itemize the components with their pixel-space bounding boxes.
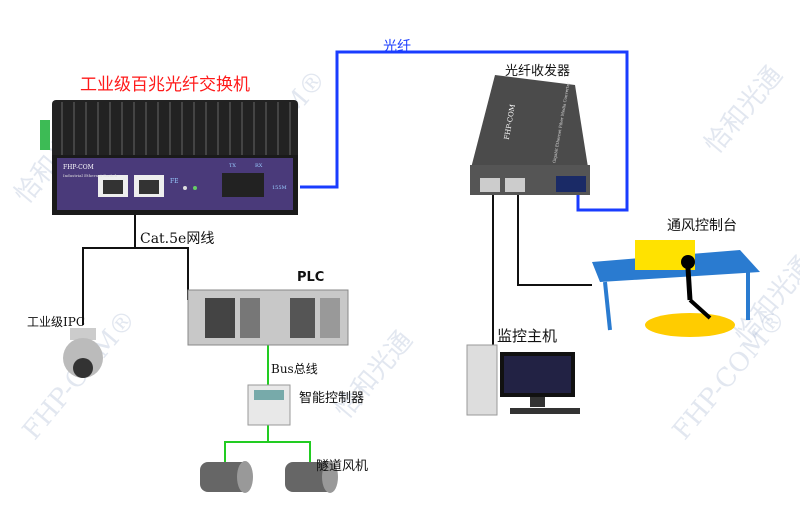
bus-cables — [224, 345, 311, 462]
terminal-block — [40, 120, 50, 150]
fan-label: 隧道风机 — [316, 459, 369, 474]
fiber-label: 光纤 — [383, 39, 411, 55]
ventilation-console — [592, 240, 760, 337]
switch-brand: FHP-COM — [63, 164, 94, 171]
console-label: 通风控制台 — [667, 218, 737, 234]
fiber-media-converter — [470, 75, 590, 195]
cat5e-label: Cat.5e网线 — [140, 231, 215, 247]
plc-device — [187, 289, 349, 346]
switch-model: Industrial Ethernet Switch — [63, 173, 118, 178]
diagram-title: 工业级百兆光纤交换机 — [80, 75, 250, 95]
tunnel-fan-2 — [285, 461, 338, 493]
switch-fe: FE — [170, 178, 179, 185]
ipc-label: 工业级IPC — [27, 315, 85, 329]
converter-label: 光纤收发器 — [505, 64, 571, 79]
ipc-camera — [63, 328, 103, 378]
intelligent-controller — [247, 384, 291, 426]
switch-speed: 155M — [272, 185, 287, 191]
cat5e-cables — [82, 190, 592, 350]
monitor-host-pc — [466, 344, 580, 416]
switch-tx: TX — [229, 163, 236, 169]
fiber-link — [300, 50, 629, 212]
bus-label: Bus总线 — [271, 362, 318, 376]
tunnel-fan-1 — [200, 461, 253, 493]
industrial-switch — [40, 100, 298, 215]
controller-label: 智能控制器 — [299, 391, 365, 406]
plc-label: PLC — [297, 270, 325, 285]
switch-rx: RX — [255, 163, 263, 169]
monitor-host-label: 监控主机 — [497, 327, 558, 345]
